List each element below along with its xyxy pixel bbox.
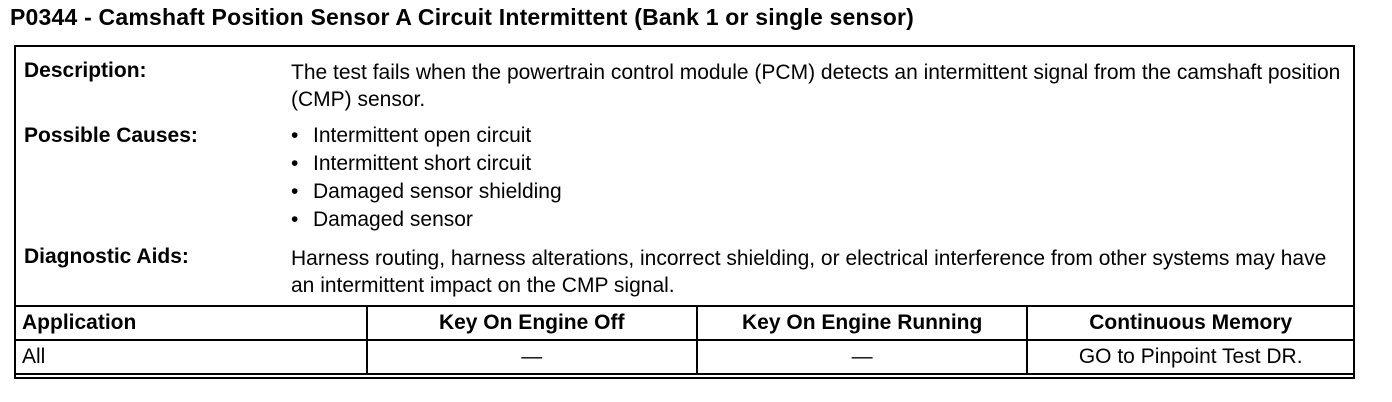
page-title: P0344 - Camshaft Position Sensor A Circu… xyxy=(10,4,915,30)
column-header-continuous-memory: Continuous Memory xyxy=(1026,305,1355,341)
table-cell: — xyxy=(365,339,698,375)
description-label: Description: xyxy=(24,59,147,82)
possible-causes-list: Intermittent open circuit Intermittent s… xyxy=(291,122,562,234)
column-header-key-on-engine-off: Key On Engine Off xyxy=(365,305,698,341)
table-cell: — xyxy=(695,339,1029,375)
diagnostic-aids-text: Harness routing, harness alterations, in… xyxy=(291,247,1327,297)
table-row: All — — GO to Pinpoint Test DR. xyxy=(14,339,1355,375)
application-table: Application Key On Engine Off Key On Eng… xyxy=(14,305,1355,375)
list-item: Intermittent open circuit xyxy=(291,122,562,150)
list-item: Damaged sensor shielding xyxy=(291,178,562,206)
diagnostic-aids-label: Diagnostic Aids: xyxy=(24,245,189,268)
table-cell: GO to Pinpoint Test DR. xyxy=(1026,339,1355,375)
list-item: Damaged sensor xyxy=(291,206,562,234)
dtc-info-box: Description: The test fails when the pow… xyxy=(14,45,1355,379)
possible-causes-label: Possible Causes: xyxy=(24,124,198,147)
column-header-application: Application xyxy=(14,305,368,341)
description-text: The test fails when the powertrain contr… xyxy=(291,61,1341,111)
table-cell: All xyxy=(14,339,368,375)
list-item: Intermittent short circuit xyxy=(291,150,562,178)
column-header-key-on-engine-running: Key On Engine Running xyxy=(695,305,1029,341)
table-header-row: Application Key On Engine Off Key On Eng… xyxy=(14,305,1355,341)
